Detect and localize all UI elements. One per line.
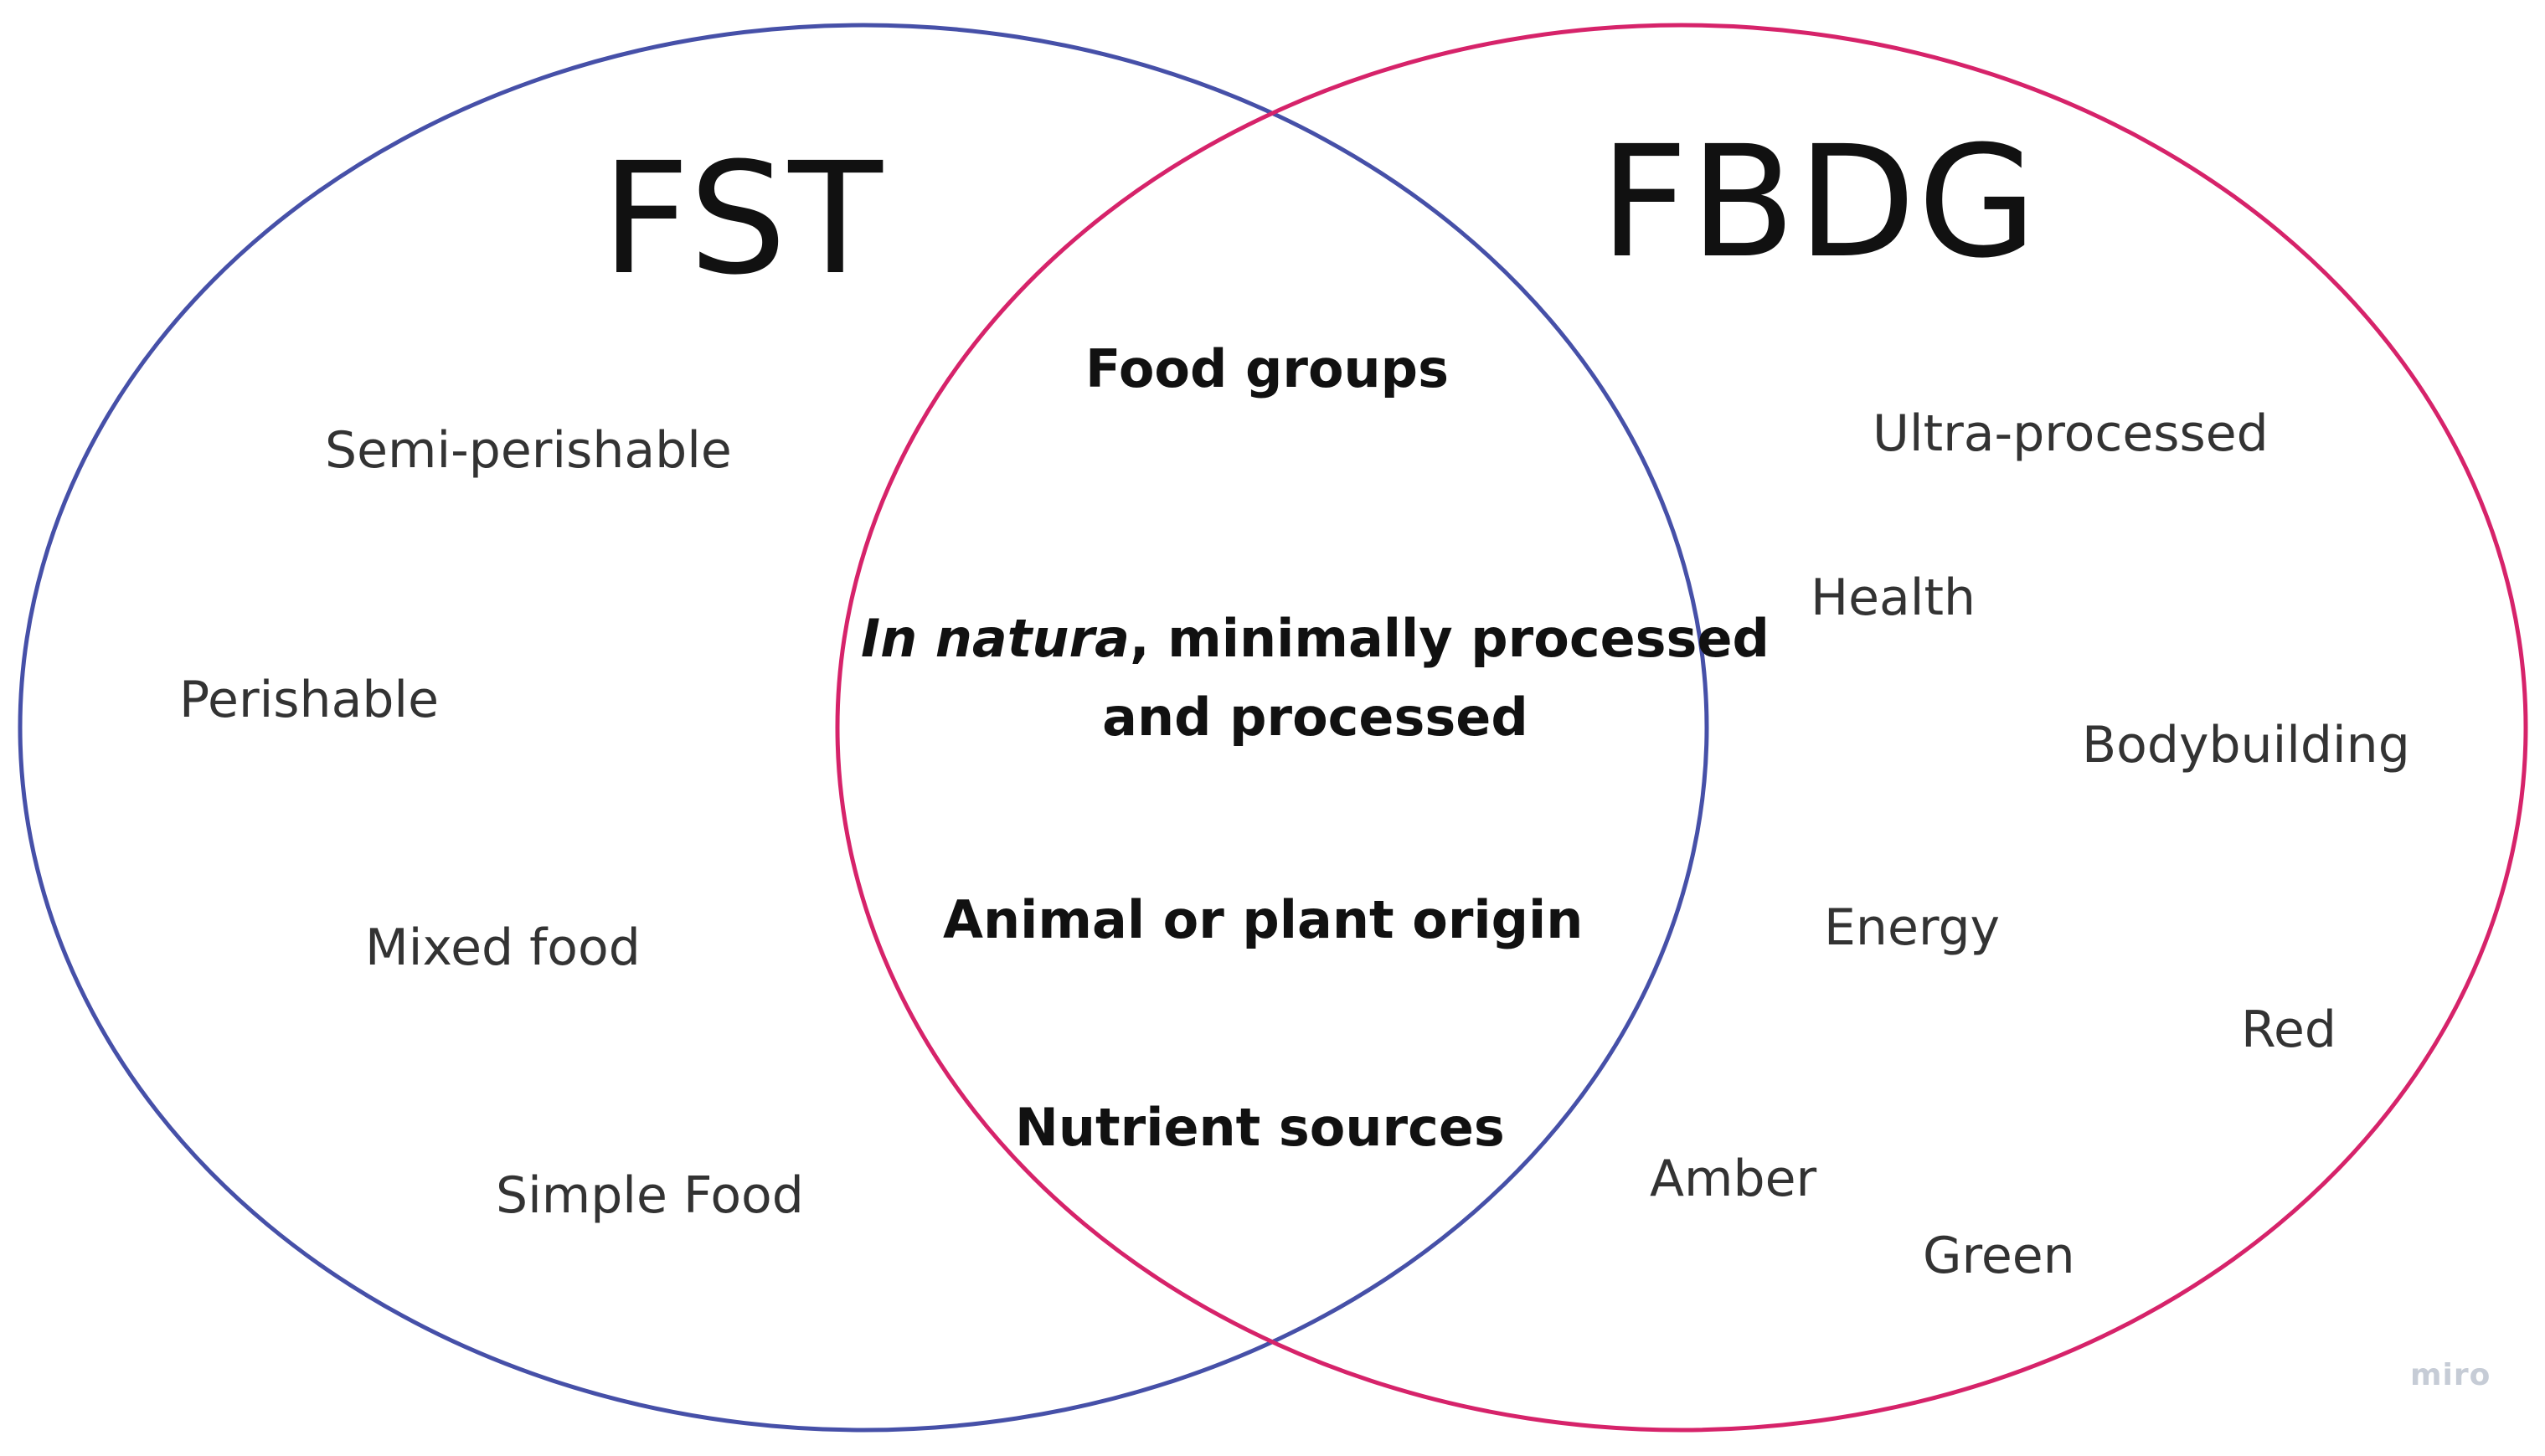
fbdg-circle xyxy=(835,23,2528,1433)
shared-item-in-natura-line2: and processed xyxy=(1102,687,1528,748)
miro-watermark: miro xyxy=(2410,1358,2491,1392)
shared-item-nutrient-sources-text: Nutrient sources xyxy=(1015,1097,1505,1158)
fbdg-item-health: Health xyxy=(1811,569,1976,627)
fst-item-simple-food: Simple Food xyxy=(496,1166,804,1225)
fbdg-title: FBDG xyxy=(1600,113,2039,292)
shared-item-animal-plant-origin: Animal or plant origin xyxy=(943,894,1583,946)
fbdg-item-red: Red xyxy=(2241,1001,2336,1059)
fbdg-item-energy: Energy xyxy=(1824,898,2001,957)
shared-item-in-natura-line1: In natura, minimally processed xyxy=(861,599,1770,678)
shared-item-in-natura: In natura, minimally processed and proce… xyxy=(861,599,1770,757)
shared-item-nutrient-sources: Nutrient sources xyxy=(1015,1102,1505,1154)
fst-title: FST xyxy=(601,130,884,309)
fst-circle xyxy=(18,23,1709,1433)
shared-item-food-groups: Food groups xyxy=(1085,343,1449,395)
fbdg-item-ultra-processed: Ultra-processed xyxy=(1873,404,2269,463)
shared-item-animal-plant-origin-text: Animal or plant origin xyxy=(943,889,1584,950)
fbdg-item-bodybuilding: Bodybuilding xyxy=(2082,716,2410,774)
fbdg-item-amber: Amber xyxy=(1650,1150,1817,1208)
in-natura-italic: In natura xyxy=(861,608,1130,669)
fbdg-item-green: Green xyxy=(1923,1227,2075,1285)
fst-item-perishable: Perishable xyxy=(179,671,440,729)
fst-item-mixed-food: Mixed food xyxy=(365,918,641,977)
in-natura-rest: , minimally processed xyxy=(1129,608,1770,669)
shared-item-food-groups-text: Food groups xyxy=(1085,338,1449,399)
fst-item-semi-perishable: Semi-perishable xyxy=(325,421,732,480)
